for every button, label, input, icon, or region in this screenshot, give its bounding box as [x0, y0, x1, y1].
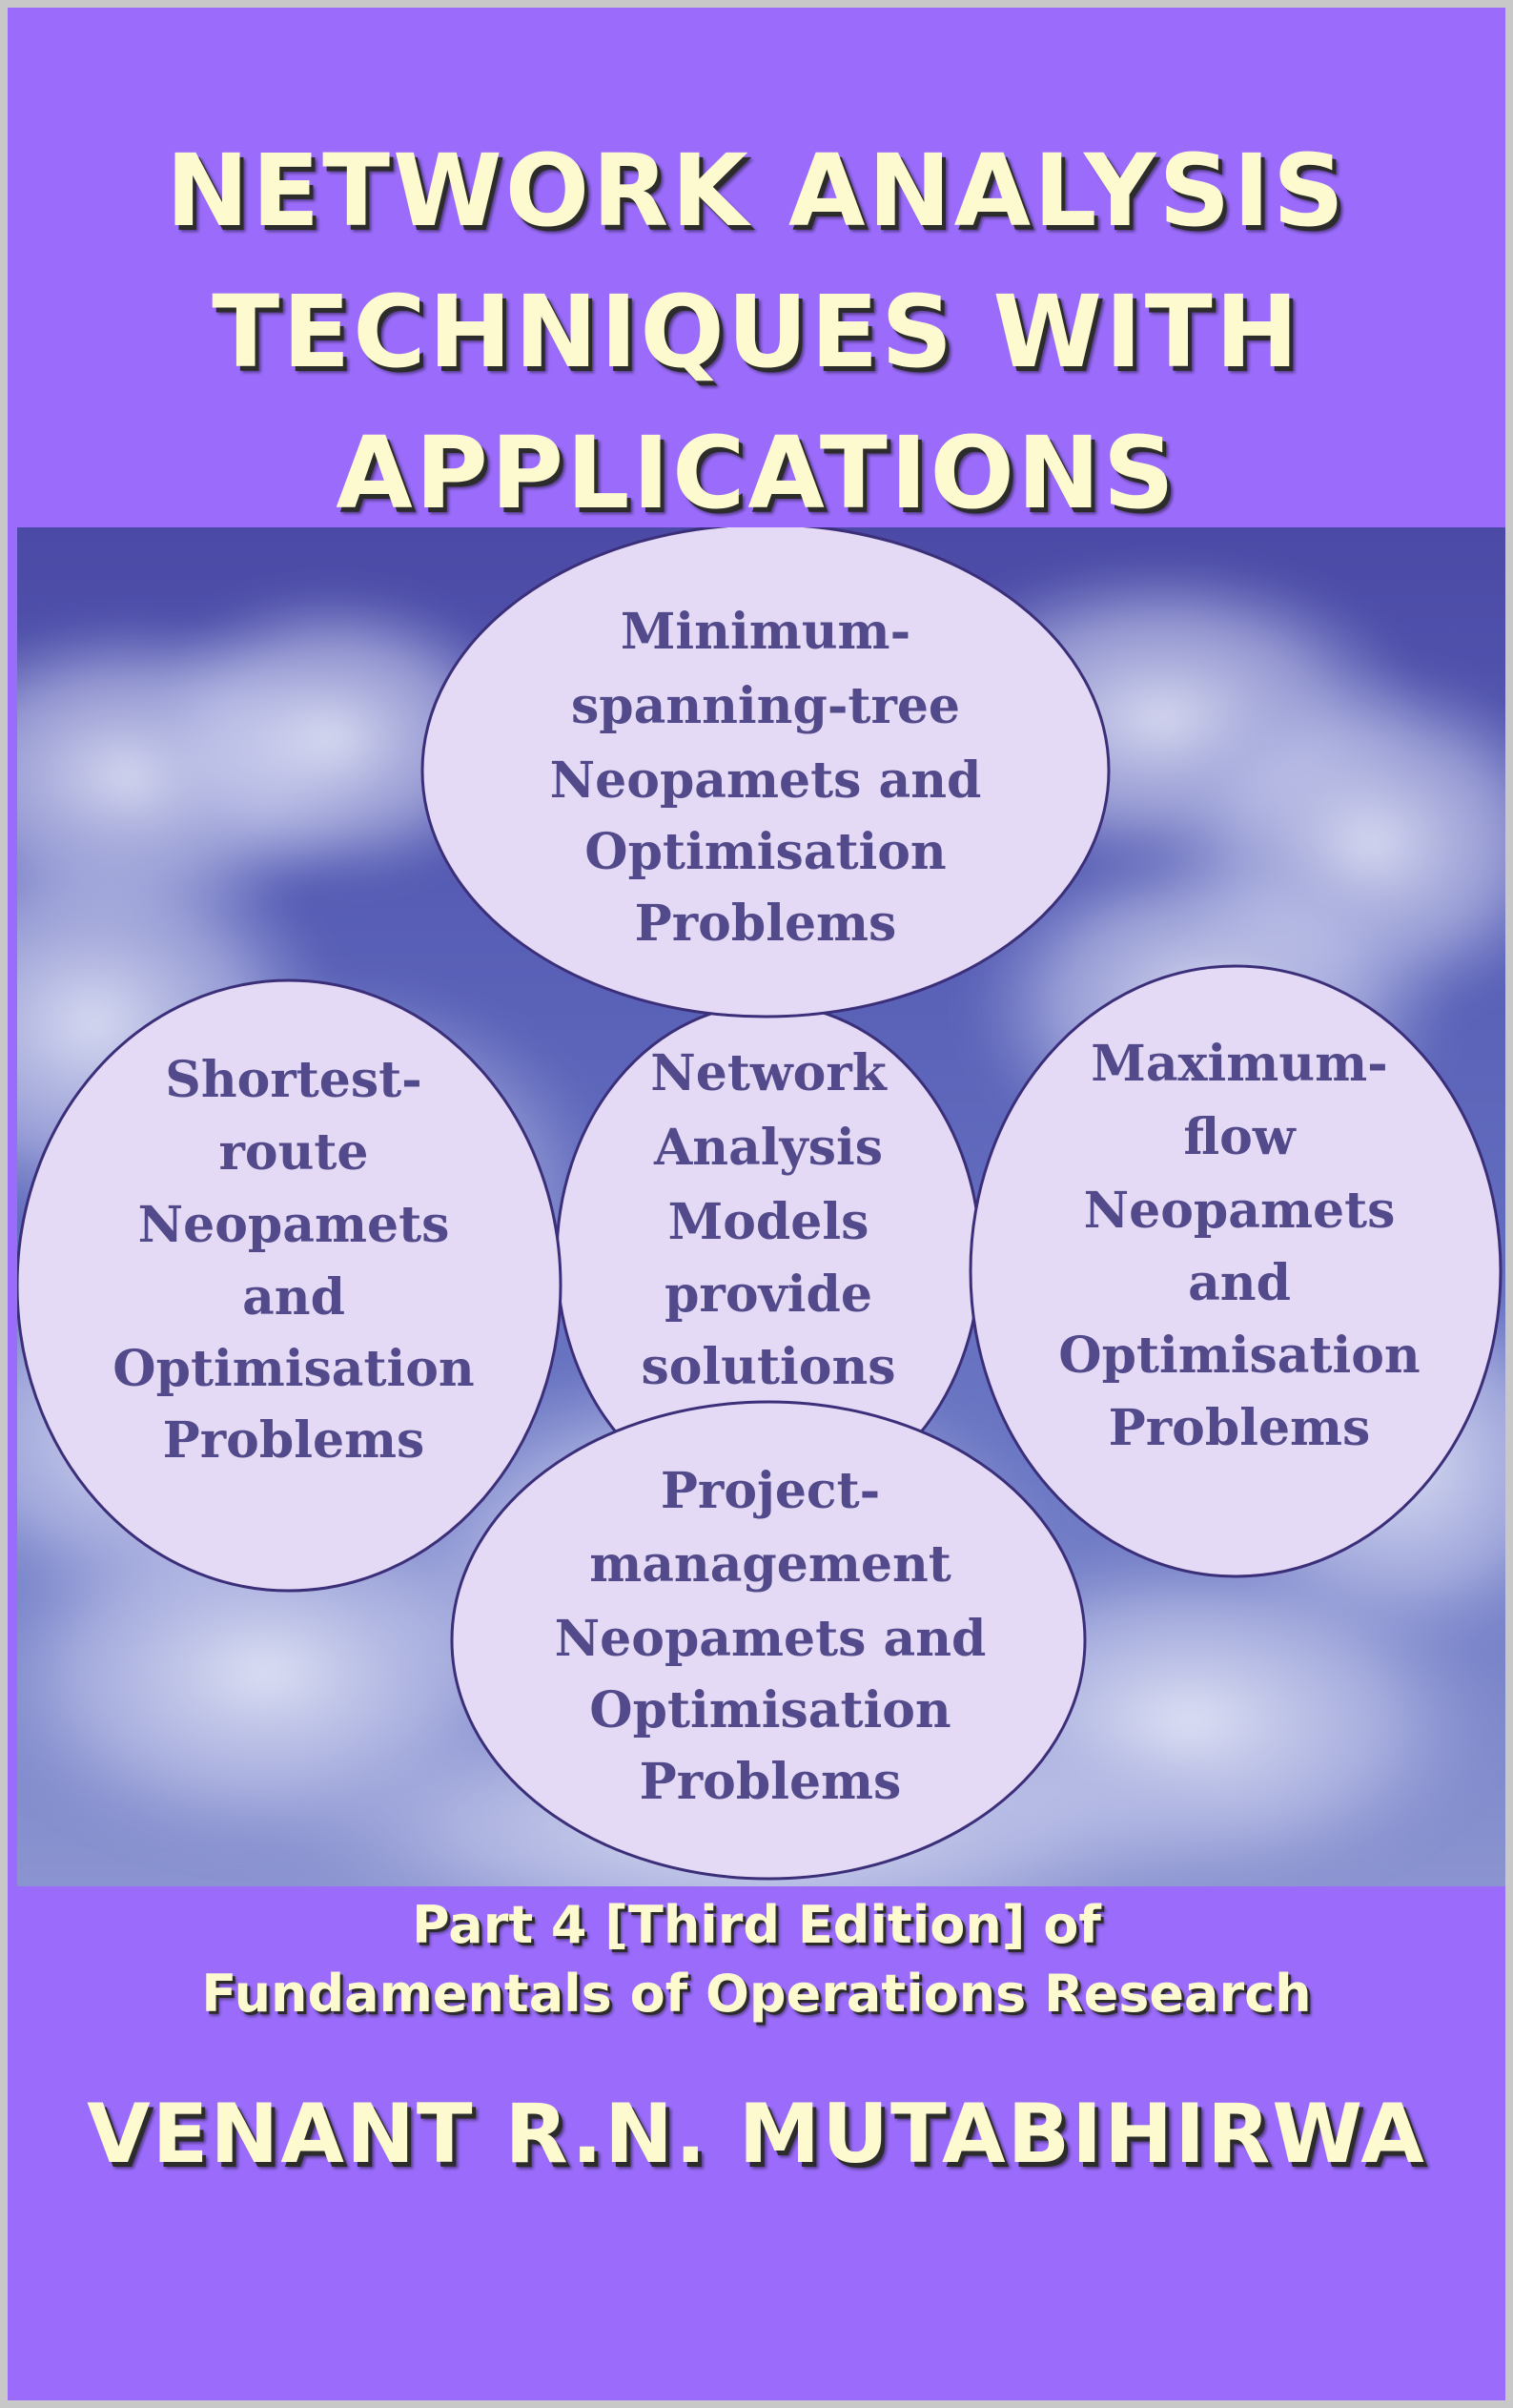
bubble-right-line-4: and [1188, 1254, 1291, 1312]
bubble-right-line-1: Maximum- [1091, 1035, 1387, 1093]
bubble-left: Shortest- route Neopamets and Optimisati… [17, 978, 562, 1593]
bubble-center-line-1: Network [650, 1044, 887, 1102]
bubble-bottom-line-4: Optimisation [589, 1681, 951, 1739]
bubble-top-line-5: Problems [635, 895, 897, 953]
bubble-left-line-1: Shortest- [165, 1051, 421, 1109]
bubble-right-line-5: Optimisation [1058, 1327, 1420, 1385]
book-cover: NETWORK ANALYSIS TECHNIQUES WITH APPLICA… [8, 8, 1505, 2400]
bubble-bottom-line-2: management [589, 1535, 951, 1594]
bubble-center-line-2: Analysis [653, 1119, 883, 1177]
bubble-top-line-3: Neopamets and [550, 751, 982, 810]
bubble-right: Maximum- flow Neopamets and Optimisation… [969, 964, 1503, 1578]
bubble-left-line-3: Neopamets [138, 1196, 450, 1254]
subtitle-line-2: Fundamentals of Operations Research [201, 1964, 1312, 2024]
author-name: VENANT R.N. MUTABIHIRWA [87, 2087, 1426, 2182]
book-subtitle: Part 4 [Third Edition] of Fundamentals o… [8, 1891, 1505, 2028]
bubble-top: Minimum- spanning-tree Neopamets and Opt… [420, 527, 1111, 1019]
bubble-center-line-3: Models [668, 1193, 869, 1251]
network-diagram: Network Analysis Models provide solution… [17, 527, 1505, 1886]
cover-illustration: Network Analysis Models provide solution… [17, 527, 1505, 1886]
bubble-bottom-line-3: Neopamets and [555, 1610, 987, 1668]
bubble-right-line-3: Neopamets [1084, 1182, 1396, 1240]
bubble-center-line-5: solutions [641, 1338, 895, 1396]
bubble-top-line-2: spanning-tree [571, 677, 960, 735]
bubble-center-line-4: provide [664, 1266, 872, 1324]
bubble-right-line-6: Problems [1109, 1399, 1371, 1457]
subtitle-line-1: Part 4 [Third Edition] of [412, 1895, 1101, 1955]
bubble-top-line-1: Minimum- [621, 603, 910, 661]
bubble-bottom-line-1: Project- [661, 1462, 880, 1520]
bubble-center: Network Analysis Models provide solution… [555, 1002, 982, 1512]
bubble-left-line-2: route [219, 1123, 369, 1182]
bubble-left-line-5: Optimisation [112, 1340, 474, 1398]
bubble-bottom: Project- management Neopamets and Optimi… [450, 1400, 1087, 1881]
bubble-bottom-line-5: Problems [640, 1753, 902, 1811]
title-line-2: TECHNIQUES WITH [212, 274, 1301, 390]
title-line-3: APPLICATIONS [336, 415, 1177, 531]
bubble-right-line-2: flow [1183, 1108, 1296, 1166]
book-title: NETWORK ANALYSIS TECHNIQUES WITH APPLICA… [8, 120, 1505, 544]
bubble-left-line-6: Problems [163, 1411, 425, 1470]
title-line-1: NETWORK ANALYSIS [166, 133, 1347, 249]
bubble-left-line-4: and [242, 1268, 345, 1327]
bubble-top-line-4: Optimisation [584, 823, 946, 881]
